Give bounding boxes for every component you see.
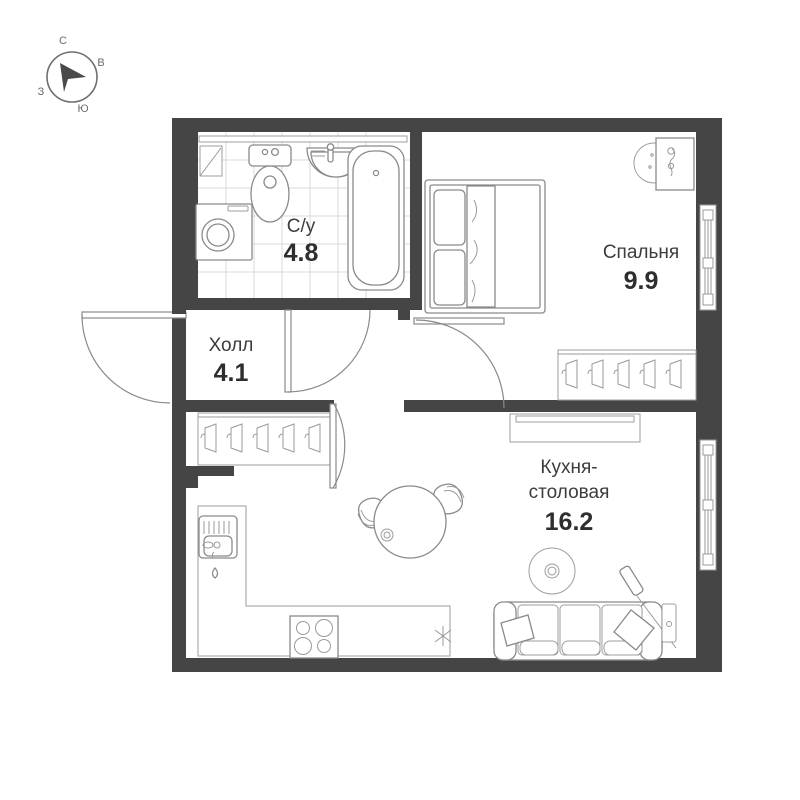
sofa-pillow-left bbox=[500, 614, 535, 647]
wall-hall-closet-top bbox=[186, 466, 234, 476]
washing-machine bbox=[195, 203, 253, 261]
bedroom-door-swing-arc bbox=[415, 319, 505, 409]
blanket-fold bbox=[466, 185, 496, 308]
entrance-door-swing-arc bbox=[81, 314, 171, 404]
room-label-kitchen-name-line1: Кухня- bbox=[540, 457, 597, 478]
wardrobe-bedroom bbox=[557, 349, 697, 401]
room-label-bedroom-name: Спальня bbox=[603, 242, 679, 263]
bedroom-window bbox=[699, 204, 717, 311]
kitchen-counter-edge bbox=[245, 506, 450, 607]
entrance-door-jamb-bottom bbox=[172, 400, 186, 412]
floor-lamp bbox=[619, 565, 677, 649]
kitchen-door-leaf bbox=[329, 403, 337, 489]
windows bbox=[699, 204, 717, 571]
room-label-bathroom-area: 4.8 bbox=[284, 239, 319, 267]
room-hall: Холл 4.1 bbox=[197, 335, 335, 466]
wall-bathroom-south bbox=[186, 298, 422, 310]
kitchen-sink bbox=[198, 515, 238, 579]
lamp-base bbox=[661, 603, 677, 643]
sofa-pillow-right bbox=[613, 609, 655, 651]
kitchen-dining-door bbox=[329, 403, 346, 489]
bathroom-door-swing-arc bbox=[287, 309, 371, 393]
wall-hall-south bbox=[186, 400, 334, 412]
hanger-icons bbox=[200, 423, 321, 453]
bathroom-door-leaf bbox=[284, 309, 292, 393]
room-label-hall-area: 4.1 bbox=[214, 359, 249, 387]
bathroom-door bbox=[284, 309, 371, 393]
wall-jamb-bedroom bbox=[398, 310, 410, 320]
compass-label-south: Ю bbox=[77, 103, 88, 115]
double-bed bbox=[424, 179, 546, 314]
round-dining-table bbox=[357, 483, 465, 559]
kitchen-door-swing-arc bbox=[332, 403, 346, 489]
entrance-door-jamb-top bbox=[172, 300, 186, 314]
three-seat-sofa bbox=[493, 601, 663, 661]
table-top bbox=[373, 485, 447, 559]
bathtub-drain-icon bbox=[372, 169, 380, 177]
wall-bedroom-kitchen-pier bbox=[543, 400, 555, 412]
room-label-kitchen-name-line2: столовая bbox=[529, 482, 610, 503]
toilet-fixture bbox=[248, 144, 292, 223]
bathroom-ceiling-band bbox=[198, 135, 408, 143]
room-label-kitchen-area: 16.2 bbox=[545, 508, 594, 536]
room-bedroom: Спальня 9.9 bbox=[424, 137, 697, 401]
wardrobe-hall bbox=[197, 412, 335, 466]
room-bathroom: С/у 4.8 bbox=[195, 132, 410, 298]
water-drop-icon bbox=[211, 551, 215, 559]
bathroom-shelf-diagonal bbox=[199, 147, 222, 177]
bathtub-fixture bbox=[347, 145, 405, 291]
round-rug bbox=[528, 547, 576, 595]
wall-bathroom-west bbox=[186, 132, 198, 310]
compass-circle bbox=[46, 51, 98, 103]
bedroom-door bbox=[404, 317, 505, 412]
wall-kitchen-north bbox=[404, 400, 708, 412]
compass-label-east: В bbox=[97, 57, 104, 69]
four-burner-cooktop bbox=[289, 615, 339, 659]
compass-label-west: З bbox=[38, 86, 45, 98]
entrance-door-leaf bbox=[81, 311, 187, 319]
plant-icon bbox=[669, 148, 676, 177]
shelf-with-plant bbox=[633, 137, 695, 191]
hanger-icons bbox=[561, 359, 682, 389]
water-drop-marker bbox=[211, 566, 219, 579]
lamp-shade bbox=[619, 565, 644, 596]
room-label-bedroom-area: 9.9 bbox=[624, 267, 659, 295]
room-label-bathroom-name: С/у bbox=[287, 216, 316, 237]
sink-drainboard-lines bbox=[203, 521, 230, 534]
decor-asterisk-icon bbox=[434, 626, 452, 646]
kitchen-console bbox=[509, 413, 641, 443]
pillow-left-top bbox=[433, 189, 466, 246]
kitchen-window bbox=[699, 439, 717, 571]
bedroom-door-leaf bbox=[413, 317, 505, 325]
room-kitchen-dining: Кухня- столовая 16.2 bbox=[197, 413, 677, 661]
doors bbox=[81, 300, 505, 489]
compass-needle-icon bbox=[60, 63, 86, 92]
pillow-left-bottom bbox=[433, 249, 466, 306]
wall-bathroom-east bbox=[410, 132, 422, 310]
compass-label-north: С bbox=[59, 35, 67, 47]
bedroom-door-jamb bbox=[404, 400, 416, 412]
room-label-hall-name: Холл bbox=[209, 335, 254, 356]
entrance-door bbox=[81, 300, 187, 412]
compass-rose: С В Ю З bbox=[38, 35, 105, 115]
outer-wall-east-thick bbox=[696, 118, 722, 672]
